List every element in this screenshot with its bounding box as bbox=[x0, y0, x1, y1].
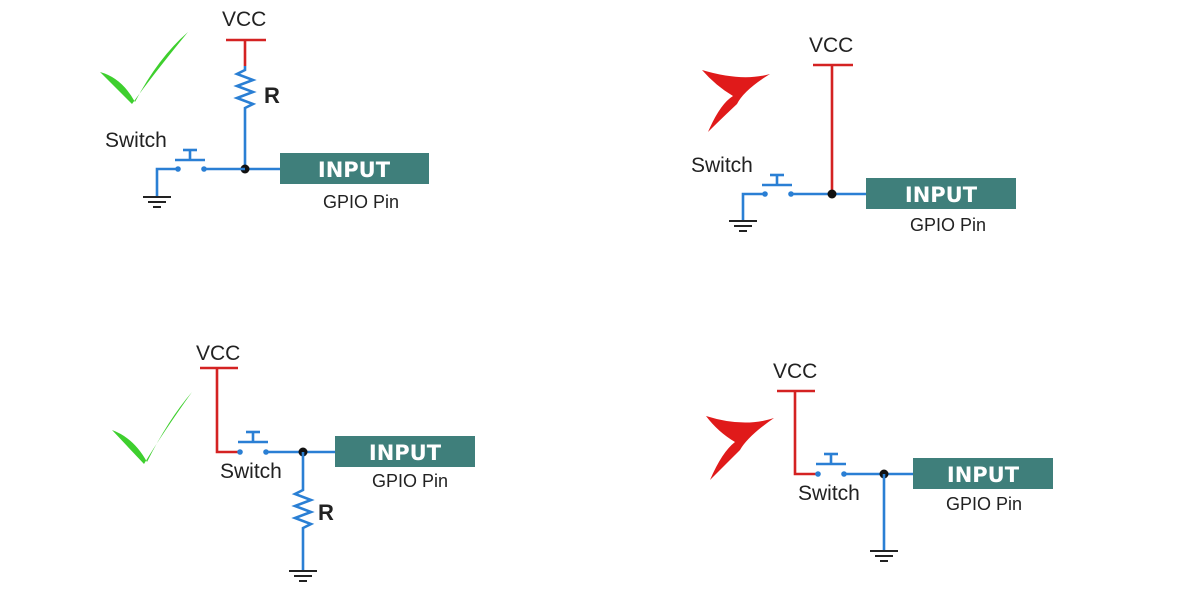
input-label: INPUT bbox=[905, 183, 978, 207]
switch-label: Switch bbox=[798, 482, 860, 505]
input-block bbox=[913, 458, 1053, 489]
ground-icon bbox=[143, 196, 171, 208]
gpio-pin-label: GPIO Pin bbox=[372, 471, 448, 491]
ground-icon bbox=[289, 570, 317, 582]
vcc-label: VCC bbox=[222, 8, 266, 31]
check-icon bbox=[100, 32, 188, 104]
cross-icon bbox=[702, 70, 770, 132]
ground-icon bbox=[870, 550, 898, 562]
cross-icon bbox=[706, 416, 774, 480]
ground-wire bbox=[155, 167, 178, 196]
push-switch bbox=[175, 148, 207, 172]
circuit-no-pull-down: VCC Switch INPUT GPIO Pin bbox=[706, 360, 1053, 562]
push-switch bbox=[762, 173, 794, 197]
ground-icon bbox=[729, 220, 757, 232]
input-label: INPUT bbox=[369, 441, 442, 465]
input-label: INPUT bbox=[947, 463, 1020, 487]
circuit-pull-up: VCC R Switch INPUT GPIO Pin bbox=[100, 8, 429, 212]
circuit-no-pull-up: VCC Switch INPUT GPIO Pin bbox=[691, 34, 1016, 235]
push-switch bbox=[815, 452, 847, 477]
switch-label: Switch bbox=[691, 154, 753, 177]
input-block bbox=[280, 153, 429, 184]
ground-wire bbox=[741, 192, 765, 220]
gpio-pin-label: GPIO Pin bbox=[910, 215, 986, 235]
circuit-pull-down: VCC Switch R INPUT GPIO Pin bbox=[112, 342, 475, 582]
vcc-wire bbox=[793, 391, 818, 476]
input-block bbox=[335, 436, 475, 467]
resistor-label: R bbox=[318, 500, 334, 525]
gpio-pin-label: GPIO Pin bbox=[323, 192, 399, 212]
input-block bbox=[866, 178, 1016, 209]
vcc-wire bbox=[215, 368, 240, 454]
vcc-label: VCC bbox=[809, 34, 853, 57]
vcc-label: VCC bbox=[196, 342, 240, 365]
junction-dot bbox=[827, 189, 837, 199]
pull-up-resistor bbox=[233, 66, 257, 116]
input-label: INPUT bbox=[318, 158, 391, 182]
gpio-pin-label: GPIO Pin bbox=[946, 494, 1022, 514]
push-switch bbox=[237, 430, 269, 455]
resistor-label: R bbox=[264, 83, 280, 108]
pull-down-resistor bbox=[291, 486, 315, 536]
switch-label: Switch bbox=[105, 129, 167, 152]
check-icon bbox=[112, 392, 192, 464]
switch-label: Switch bbox=[220, 460, 282, 483]
vcc-label: VCC bbox=[773, 360, 817, 383]
